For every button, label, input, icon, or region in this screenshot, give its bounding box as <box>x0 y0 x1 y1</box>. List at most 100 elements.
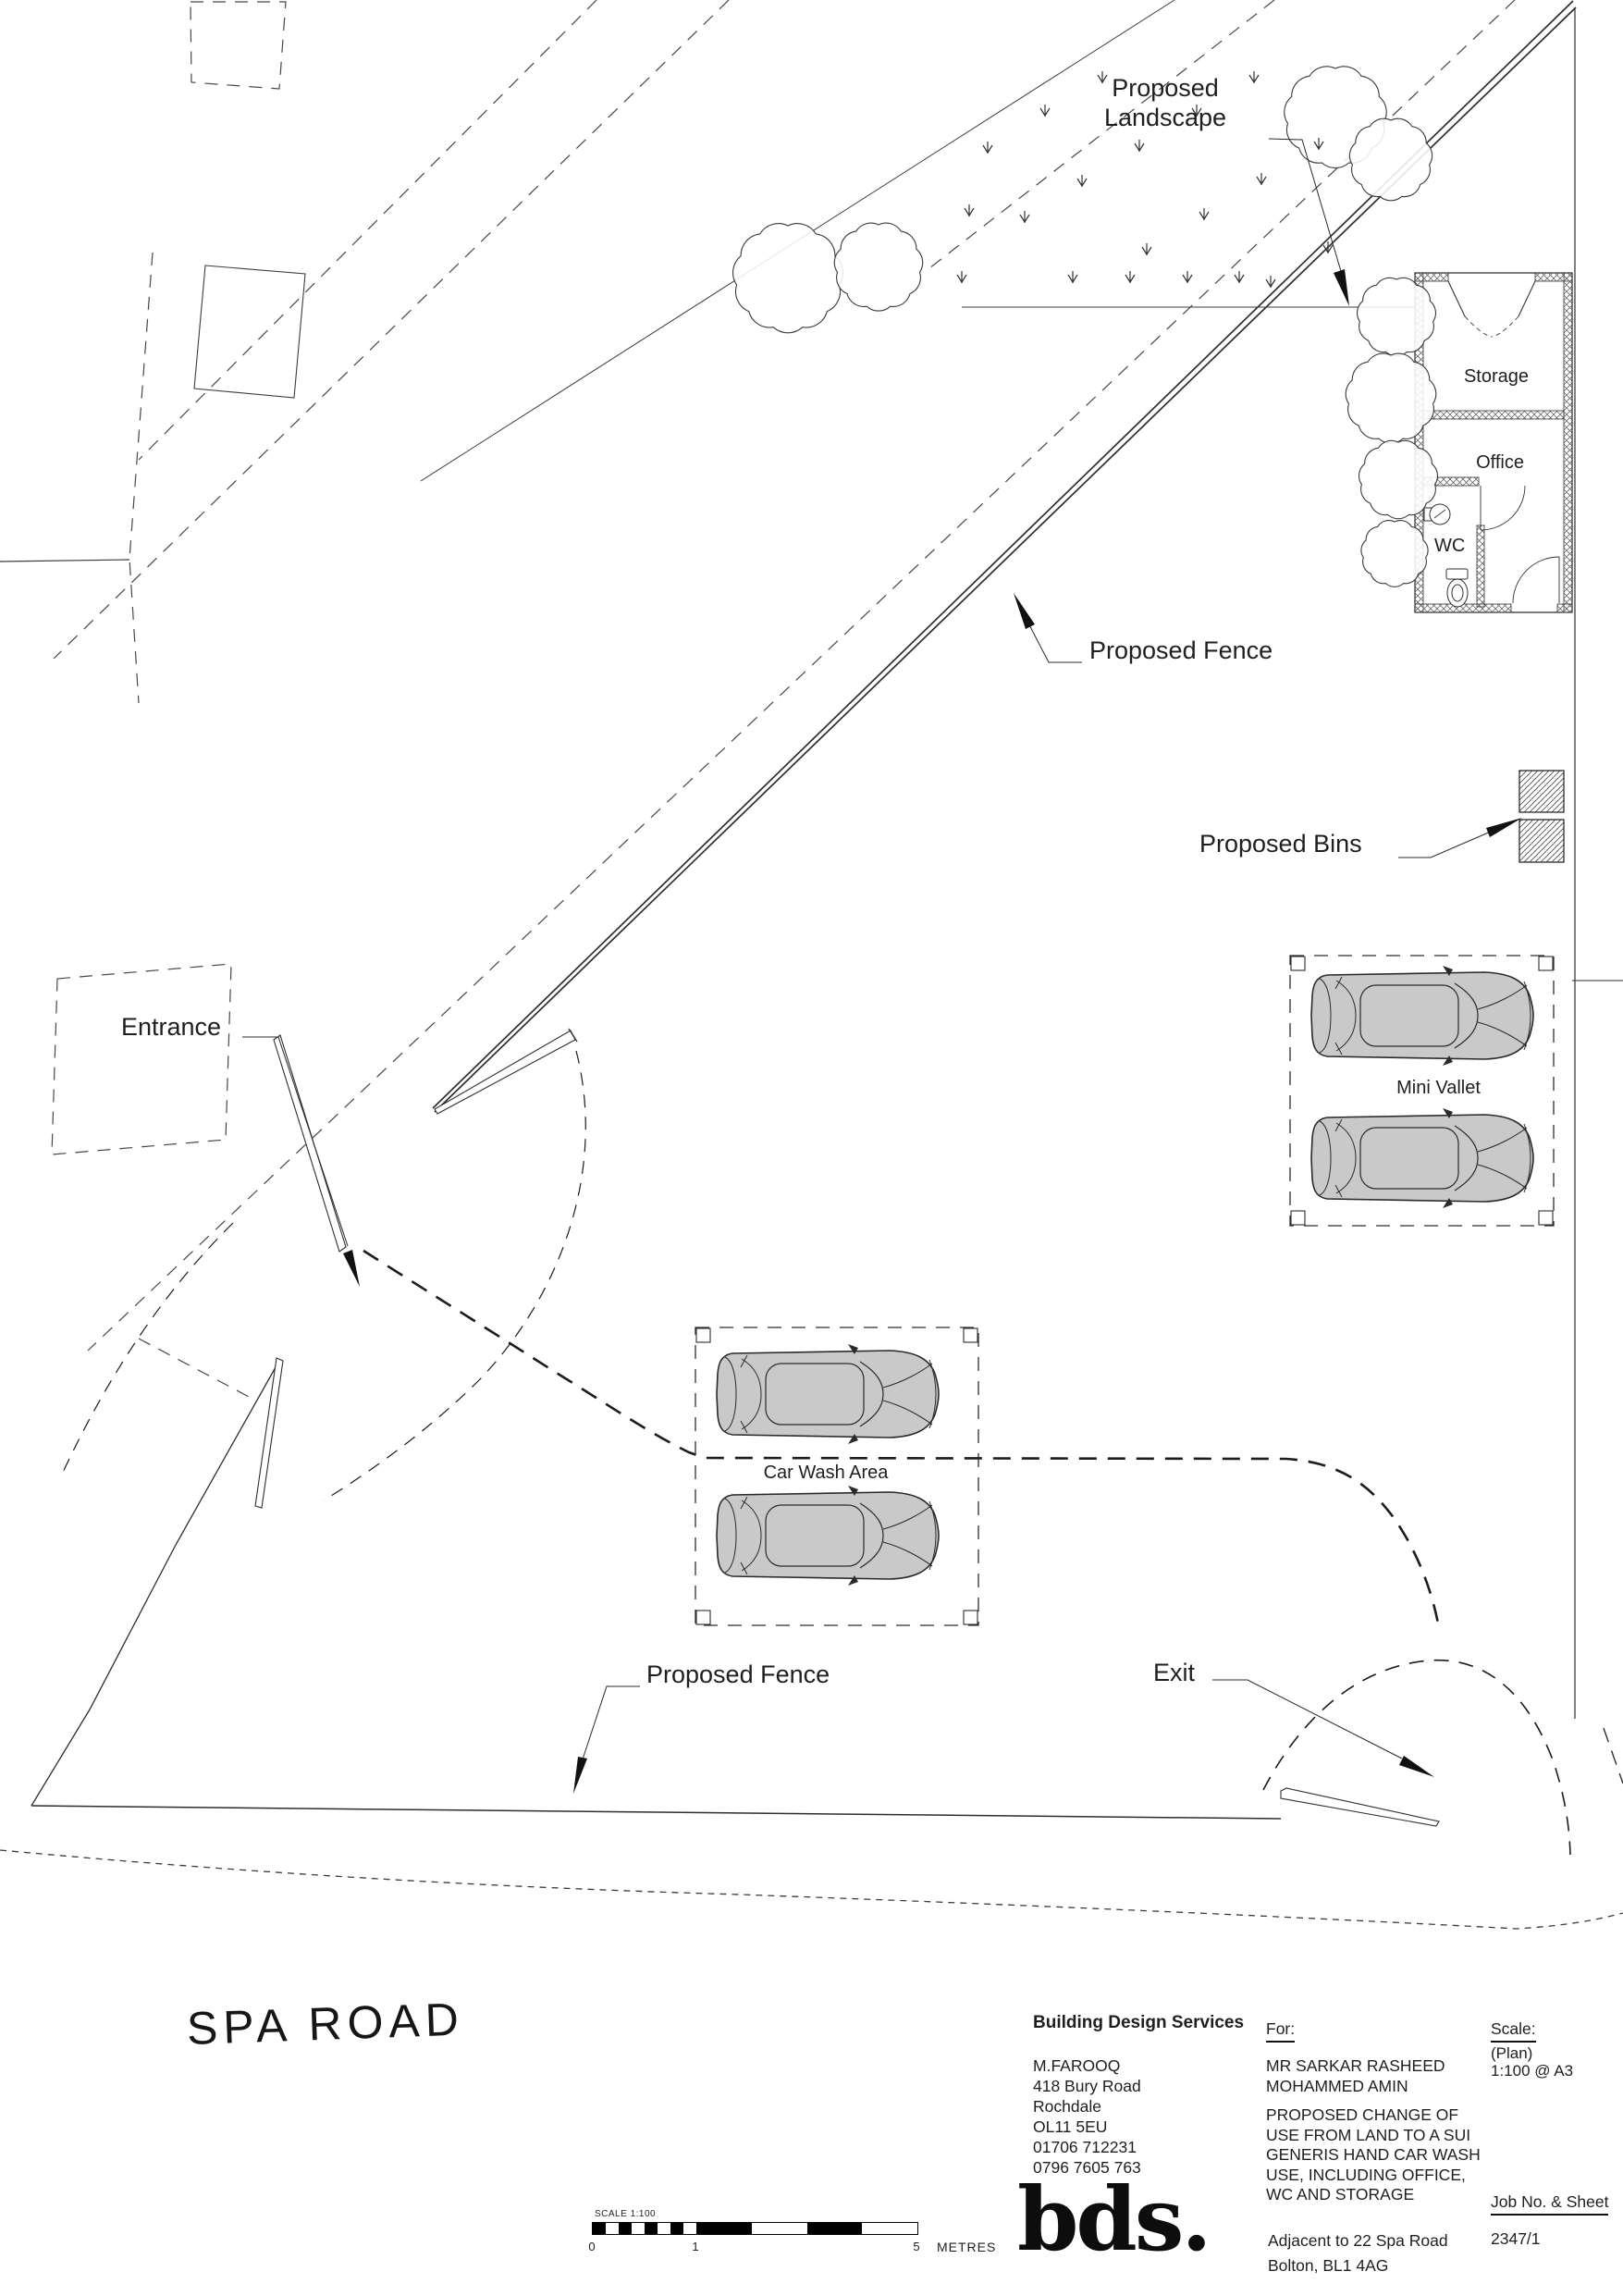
grass-symbol <box>982 142 993 154</box>
company-detail-line: 0796 7605 763 <box>1033 2158 1141 2177</box>
scalebar-unit: METRES <box>937 2240 997 2254</box>
label-car-wash-area: Car Wash Area <box>763 1463 889 1483</box>
right-boundary-dashed-end <box>1603 1727 1623 1784</box>
mini-vallet-bay-outline <box>1289 955 1555 1227</box>
trees <box>732 66 1438 587</box>
titleblock-client: MR SARKAR RASHEED MOHAMMED AMIN <box>1266 2055 1445 2096</box>
description-line: WC AND STORAGE <box>1266 2185 1415 2203</box>
titleblock-job-label: Job No. & Sheet <box>1491 2191 1609 2216</box>
boundary-dashed-vertical <box>129 252 154 704</box>
bottom-boundary-fence <box>31 1805 1282 1820</box>
titleblock-scale-label: Scale: <box>1491 2018 1536 2043</box>
bin <box>1518 819 1565 863</box>
office-door <box>1480 485 1526 531</box>
grass-symbol <box>956 271 967 283</box>
company-detail-line: M.FAROOQ <box>1033 2056 1121 2075</box>
leader-proposed-bins <box>1398 824 1506 858</box>
grass-symbol <box>1141 243 1152 255</box>
entrance-turning-arc-left <box>59 1222 234 1479</box>
titleblock-scale-value: 1:100 @ A3 <box>1491 2062 1574 2080</box>
description-line: USE FROM LAND TO A SUI <box>1266 2125 1471 2144</box>
entrance-wall-upper <box>273 1034 347 1253</box>
company-detail-line: 418 Bury Road <box>1033 2077 1141 2095</box>
leader-exit <box>1212 1679 1403 1759</box>
exit-gate-leaf <box>1280 1787 1440 1827</box>
company-detail-line: 01706 712231 <box>1033 2138 1137 2156</box>
arrow-fence-upper <box>1014 593 1035 629</box>
label-spa-road: SPA ROAD <box>186 1993 465 2055</box>
scalebar-tick-0: 0 <box>588 2240 596 2253</box>
titleblock-scale-plan: (Plan) <box>1491 2044 1533 2062</box>
grass-symbol <box>1097 71 1108 83</box>
client-line: MOHAMMED AMIN <box>1266 2077 1408 2095</box>
building-walls <box>1414 272 1573 613</box>
wc-sink <box>1423 503 1451 525</box>
wc-toilet <box>1445 568 1469 608</box>
tree-canopy <box>732 223 843 334</box>
grass-symbol <box>1134 140 1145 152</box>
spa-road-edge-dotted <box>0 1849 1623 1930</box>
road-edge-dashed-3 <box>87 0 1516 1352</box>
grass-symbol <box>1182 271 1193 283</box>
neighbour-plot-dashed <box>190 1 287 90</box>
bin <box>1518 770 1565 813</box>
existing-building-outline <box>193 265 306 399</box>
description-line: GENERIS HAND CAR WASH <box>1266 2145 1481 2164</box>
exit-turning-arc-dashed <box>1262 1659 1571 1856</box>
label-proposed-fence-upper: Proposed Fence <box>1089 636 1273 664</box>
parking-bays <box>695 955 1555 1626</box>
arrow-bins <box>1486 818 1522 837</box>
grass-symbol <box>1256 173 1267 185</box>
company-detail-line: Rochdale <box>1033 2097 1101 2116</box>
titleblock-company-details: M.FAROOQ 418 Bury Road Rochdale OL11 5EU… <box>1033 2055 1141 2178</box>
tree-canopy <box>1348 117 1433 202</box>
scalebar-tick-1: 1 <box>692 2240 699 2253</box>
description-line: PROPOSED CHANGE OF <box>1266 2105 1459 2124</box>
arrow-entrance <box>343 1250 360 1287</box>
wall-storage-office <box>1422 410 1565 420</box>
existing-boundary-lines <box>51 0 1516 1400</box>
titleblock-company: Building Design Services <box>1033 2013 1245 2032</box>
leader-proposed-fence-lower <box>580 1685 640 1766</box>
leader-proposed-landscape <box>1268 138 1344 278</box>
office-door-arc <box>1480 485 1526 531</box>
arrow-exit <box>1399 1756 1434 1777</box>
label-wc: WC <box>1434 536 1466 556</box>
annotation-arrowheads <box>343 269 1522 1794</box>
grass-symbol <box>1125 271 1136 283</box>
wall-wc-side <box>1476 525 1485 608</box>
neighbour-building-dashed <box>51 963 232 1155</box>
entrance-kerb-dashed <box>138 1338 253 1400</box>
company-detail-line: OL11 5EU <box>1033 2117 1108 2136</box>
road-edge-dashed-1 <box>138 0 597 461</box>
landscape-grass <box>956 71 1334 288</box>
entry-door <box>1512 556 1560 604</box>
existing-kerb-line <box>0 559 130 562</box>
grass-symbol <box>1265 276 1276 288</box>
grass-symbol <box>1076 175 1088 187</box>
label-exit: Exit <box>1153 1659 1196 1686</box>
left-boundary-fence <box>31 1366 277 1807</box>
leader-entrance <box>242 1036 349 1247</box>
annotation-leaders <box>242 138 1506 1766</box>
grass-symbol <box>1199 208 1210 220</box>
grass-symbol <box>1039 105 1051 117</box>
arrow-landscape <box>1334 269 1349 306</box>
grass-symbol <box>1067 271 1078 283</box>
scalebar-label: SCALE 1:100 <box>595 2209 657 2219</box>
label-mini-vallet: Mini Vallet <box>1396 1078 1481 1098</box>
bds-logo: bds. <box>1017 2168 1211 2271</box>
grass-symbol <box>1322 241 1334 253</box>
entrance-gate-cap <box>568 1028 578 1043</box>
vehicle-circulation <box>59 1050 1571 1856</box>
tree-canopy <box>1360 520 1429 587</box>
grass-symbol <box>1234 271 1245 283</box>
tree-canopy <box>833 222 924 312</box>
description-line: USE, INCLUDING OFFICE, <box>1266 2165 1466 2184</box>
label-storage: Storage <box>1463 366 1530 387</box>
titleblock-for-label: For: <box>1266 2018 1296 2043</box>
titleblock-site-address-2: Bolton, BL1 4AG <box>1268 2256 1389 2275</box>
car-top-view <box>716 1485 940 1586</box>
